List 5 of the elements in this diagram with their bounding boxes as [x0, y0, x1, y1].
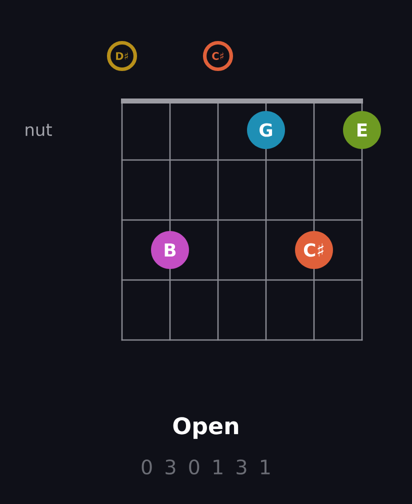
chord-name: Open [173, 417, 238, 439]
open-note-ring: D♯ [106, 40, 138, 72]
open-note-ring: C♯ [202, 40, 234, 72]
fingering-numbers: 0 3 0 1 3 1 [142, 459, 270, 475]
fret-label: nut [26, 124, 52, 136]
